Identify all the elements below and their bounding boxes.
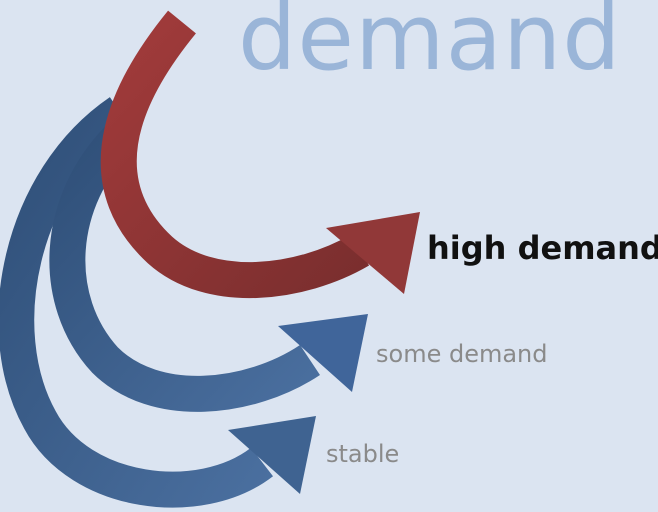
stable-arrow — [0, 97, 316, 508]
page-title: demand — [238, 0, 622, 91]
some-demand-arrow — [49, 122, 368, 412]
high-demand-arrow — [100, 10, 420, 298]
high-demand-label: high demand — [427, 229, 658, 267]
some-demand-label: some demand — [376, 340, 548, 368]
stable-label: stable — [326, 440, 400, 468]
